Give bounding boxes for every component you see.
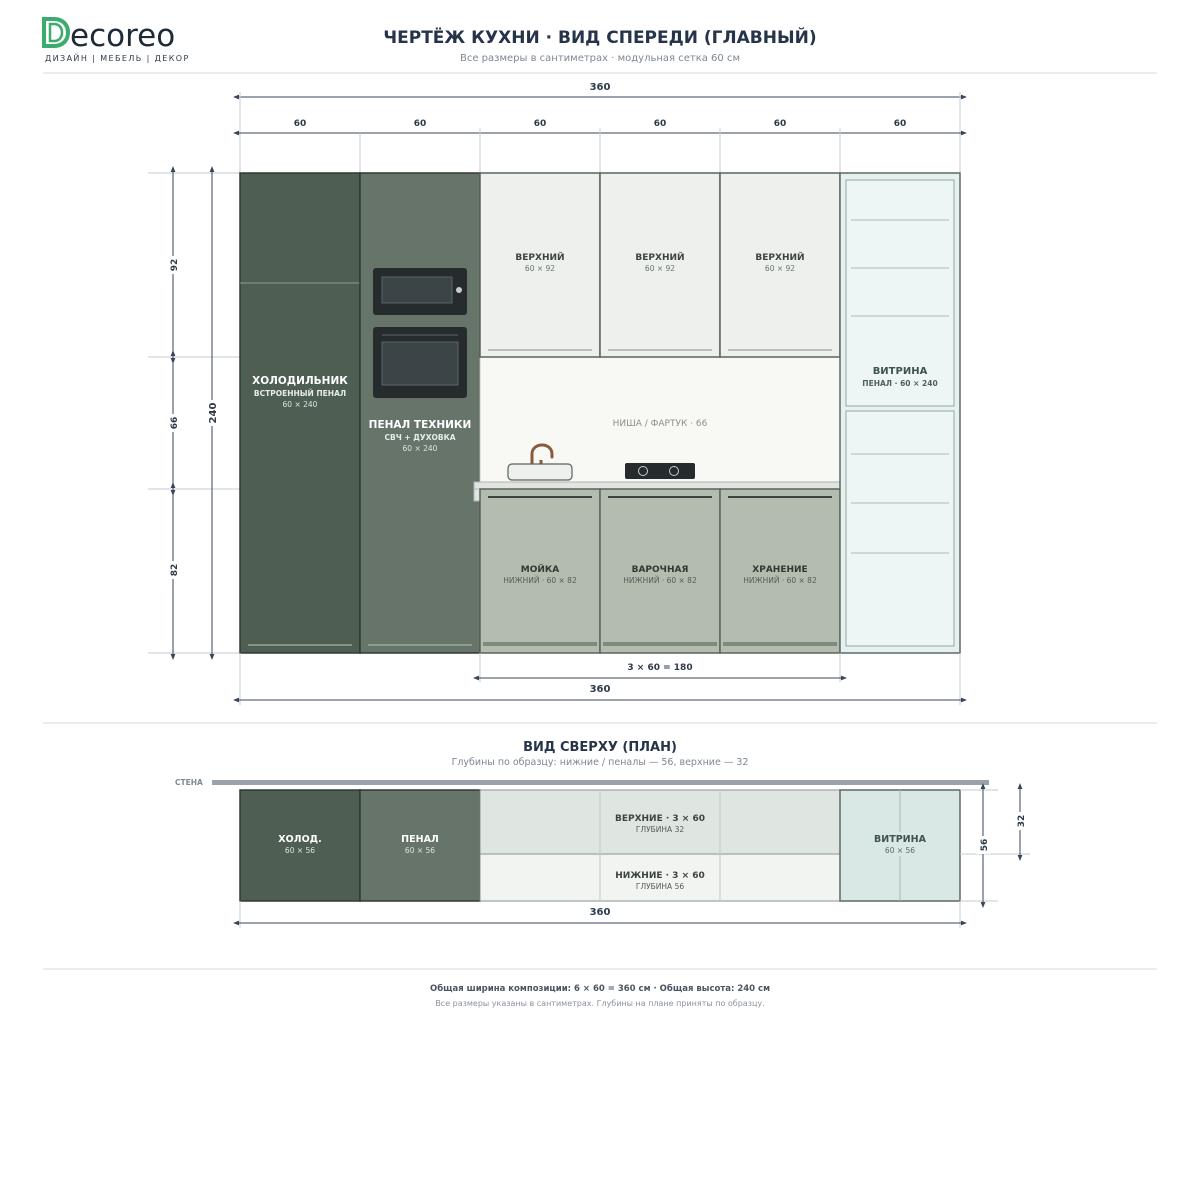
overall-width-label-bottom: 360 bbox=[590, 684, 611, 695]
cooktop-icon bbox=[625, 463, 695, 479]
module-width-label: 60 bbox=[774, 119, 787, 129]
page-title: ЧЕРТЁЖ КУХНИ · ВИД СПЕРЕДИ (ГЛАВНЫЙ) bbox=[383, 26, 816, 48]
upper-cabinet-size: 60 × 92 bbox=[765, 264, 795, 273]
lower-run-label: 3 × 60 = 180 bbox=[627, 663, 692, 673]
showcase-sub-label: ПЕНАЛ · 60 × 240 bbox=[862, 379, 937, 388]
plan-fridge bbox=[239, 789, 361, 902]
plan-title: ВИД СВЕРХУ (ПЛАН) bbox=[523, 740, 677, 755]
plan-tall-size: 60 × 56 bbox=[405, 846, 435, 855]
plan-tall-label: ПЕНАЛ bbox=[401, 834, 439, 845]
wall-label: СТЕНА bbox=[175, 778, 203, 787]
plan-tall bbox=[359, 789, 481, 902]
footer-note: Все размеры указаны в сантиметрах. Глуби… bbox=[435, 999, 764, 1008]
plan-showcase-label: ВИТРИНА bbox=[874, 834, 927, 845]
plan-uppers-label: ВЕРХНИЕ · 3 × 60 bbox=[615, 814, 705, 824]
fridge-cabinet bbox=[239, 172, 361, 654]
lower-cabinet-label: ВАРОЧНАЯ bbox=[632, 565, 689, 575]
brand-logo: ecoreo ДИЗАЙН | МЕБЕЛЬ | ДЕКОР bbox=[42, 17, 190, 63]
plan-fridge-label: ХОЛОД. bbox=[278, 834, 321, 845]
overall-height-label: 240 bbox=[208, 403, 219, 424]
lower-cabinet-size: НИЖНИЙ · 60 × 82 bbox=[623, 576, 697, 585]
lower-cabinet-storage bbox=[719, 488, 841, 654]
plan-uppers-size: ГЛУБИНА 32 bbox=[636, 825, 684, 834]
lower-cabinet-cooktop bbox=[599, 488, 721, 654]
plan-width-label: 360 bbox=[590, 907, 611, 918]
brand-tagline: ДИЗАЙН | МЕБЕЛЬ | ДЕКОР bbox=[45, 52, 190, 63]
decoreo-d-icon bbox=[42, 17, 71, 48]
module-width-label: 60 bbox=[534, 119, 547, 129]
module-width-label: 60 bbox=[414, 119, 427, 129]
lower-cabinet-label: МОЙКА bbox=[521, 563, 559, 575]
fridge-sub-label: ВСТРОЕННЫЙ ПЕНАЛ bbox=[254, 389, 346, 398]
top-dimensions: 360 60 60 60 60 60 60 bbox=[233, 82, 967, 172]
plan-lowers-size: ГЛУБИНА 56 bbox=[636, 882, 684, 891]
upper-cabinet-label: ВЕРХНИЙ bbox=[635, 251, 684, 263]
plan-subtitle: Глубины по образцу: нижние / пеналы — 56… bbox=[452, 757, 749, 768]
appliance-tall-label: ПЕНАЛ ТЕХНИКИ bbox=[369, 419, 472, 431]
bottom-dimensions: 3 × 60 = 180 360 bbox=[233, 653, 967, 705]
module-width-label: 60 bbox=[294, 119, 307, 129]
fridge-label: ХОЛОДИЛЬНИК bbox=[252, 375, 348, 387]
lower-cabinet-label: ХРАНЕНИЕ bbox=[752, 565, 807, 575]
wall-line bbox=[212, 780, 989, 785]
fridge-size-label: 60 × 240 bbox=[283, 400, 318, 409]
upper-cabinet-size: 60 × 92 bbox=[645, 264, 675, 273]
module-width-label: 60 bbox=[894, 119, 907, 129]
upper-cabinet-label: ВЕРХНИЙ bbox=[755, 251, 804, 263]
plan-lowers-label: НИЖНИЕ · 3 × 60 bbox=[615, 871, 705, 881]
lower-height-label: 82 bbox=[170, 564, 180, 577]
upper-cabinet-2 bbox=[599, 172, 721, 358]
upper-cabinet-1 bbox=[479, 172, 601, 358]
depth-lower-label: 56 bbox=[980, 839, 990, 852]
plan-view: ВИД СВЕРХУ (ПЛАН) Глубины по образцу: ни… bbox=[175, 740, 1030, 928]
countertop bbox=[473, 481, 841, 490]
plan-showcase-size: 60 × 56 bbox=[885, 846, 915, 855]
lower-cabinet-size: НИЖНИЙ · 60 × 82 bbox=[743, 576, 817, 585]
lower-cabinet-size: НИЖНИЙ · 60 × 82 bbox=[503, 576, 577, 585]
appliance-tall-size-label: 60 × 240 bbox=[403, 444, 438, 453]
appliance-tall-cabinet bbox=[359, 172, 481, 654]
module-width-label: 60 bbox=[654, 119, 667, 129]
depth-upper-label: 32 bbox=[1017, 815, 1027, 828]
upper-height-label: 92 bbox=[170, 259, 180, 272]
upper-cabinet-size: 60 × 92 bbox=[525, 264, 555, 273]
sink-icon bbox=[507, 443, 573, 481]
niche-height-label: 66 bbox=[170, 417, 180, 430]
upper-cabinet-label: ВЕРХНИЙ bbox=[515, 251, 564, 263]
showcase-glass-door-upper bbox=[845, 179, 955, 407]
showcase-label: ВИТРИНА bbox=[873, 366, 928, 377]
plan-fridge-size: 60 × 56 bbox=[285, 846, 315, 855]
front-elevation: ХОЛОДИЛЬНИК ВСТРОЕННЫЙ ПЕНАЛ 60 × 240 ПЕ… bbox=[239, 172, 961, 654]
niche-label: НИША / ФАРТУК · 66 bbox=[613, 419, 708, 429]
appliance-tall-sub-label: СВЧ + ДУХОВКА bbox=[384, 433, 455, 442]
height-dimensions: 92 66 82 240 bbox=[148, 166, 240, 660]
page-subtitle: Все размеры в сантиметрах · модульная се… bbox=[460, 53, 740, 64]
footer-summary: Общая ширина композиции: 6 × 60 = 360 см… bbox=[430, 983, 770, 994]
lower-cabinet-sink bbox=[479, 488, 601, 654]
showcase-glass-door-lower bbox=[845, 410, 955, 647]
brand-name: ecoreo bbox=[70, 18, 175, 54]
overall-width-label: 360 bbox=[590, 82, 611, 93]
